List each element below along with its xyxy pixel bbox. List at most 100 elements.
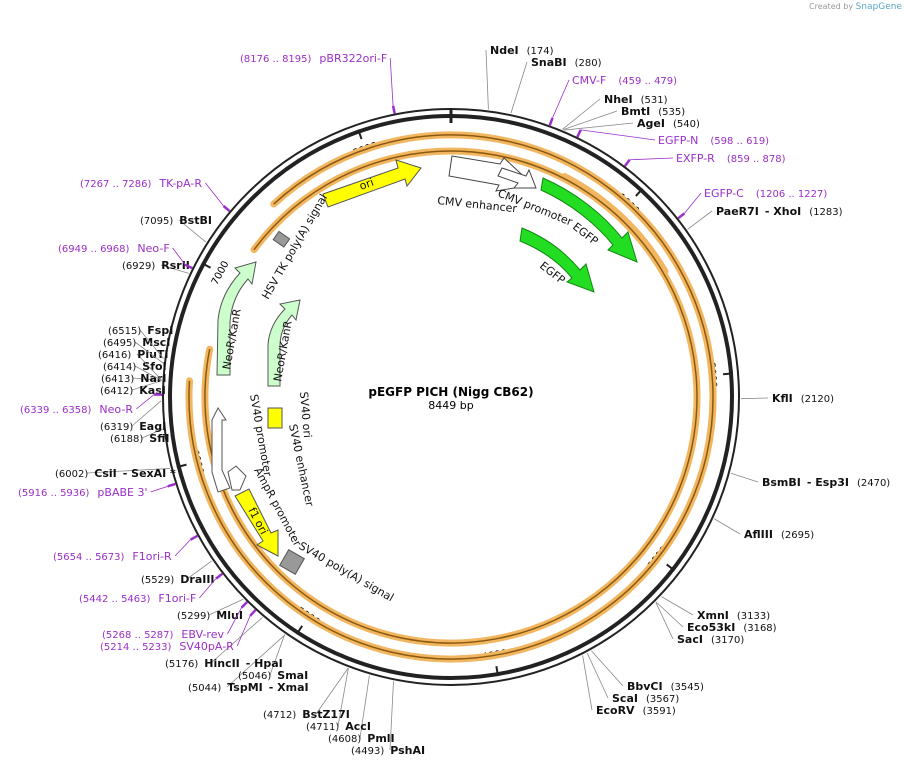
enzyme-label: (4493)PshAI — [351, 744, 425, 757]
primer-leader — [174, 539, 191, 557]
primer-mark — [189, 534, 199, 541]
primer-label: (6339 .. 6358)Neo-R — [20, 403, 133, 416]
enzyme-label: Eco53kI(3168) — [687, 621, 777, 634]
enzyme-position: (5046) — [238, 671, 271, 682]
enzyme-leader — [208, 598, 244, 616]
backbone-outer-ring — [162, 108, 740, 686]
enzyme-position: (5044) — [188, 683, 221, 694]
enzyme-leader — [141, 428, 163, 439]
enzyme-position: (3170) — [711, 635, 744, 646]
enzyme-position: (6416) — [98, 350, 131, 361]
primer-name: EXFP-R — [676, 152, 715, 165]
ori-label: ori — [358, 176, 376, 193]
primer-leader — [629, 157, 674, 161]
neokanr-arrow-1 — [216, 261, 257, 376]
ampr-promoter-arrow — [227, 465, 247, 491]
enzyme-name: MscI — [142, 336, 170, 349]
enzyme-name: KflI — [772, 392, 793, 405]
enzyme-leader — [160, 264, 189, 274]
primer-mark — [576, 129, 582, 138]
enzyme-label: EcoRV(3591) — [596, 704, 676, 717]
primer-leader — [205, 182, 224, 207]
primer-name: F1ori-R — [132, 550, 172, 563]
enzyme-name: AccI — [345, 720, 371, 733]
primer-leader — [389, 57, 394, 106]
primer-label: EGFP-N(598 .. 619) — [658, 134, 769, 147]
sv40-polya-label: SV40 poly(A) signal — [297, 539, 397, 604]
enzyme-label: (6413)NarI — [101, 372, 166, 385]
enzyme-label: (6188)SfiI — [110, 432, 169, 445]
primer-leader — [227, 607, 242, 635]
enzyme-position: (3545) — [671, 682, 704, 693]
enzyme-label: (4608) PmlI — [328, 732, 395, 745]
f1-ori-arrow — [234, 488, 279, 557]
ruler-tick — [295, 625, 303, 635]
primer-leader — [684, 192, 702, 214]
primer-mark — [623, 159, 631, 167]
enzyme-position: (4608) — [328, 734, 361, 745]
enzyme-leader — [730, 472, 759, 483]
enzyme-position: (6319) — [100, 422, 133, 433]
snapgene-credit: Created by SnapGene — [809, 2, 902, 12]
enzyme-name: BstZ17I — [302, 708, 350, 721]
primer-name: Neo-R — [99, 403, 133, 416]
enzyme-name: BmtI — [621, 105, 650, 118]
enzyme-position: (5299) — [177, 611, 210, 622]
enzyme-name-extra: - XhoI — [765, 205, 801, 218]
primer-name: SV40pA-R — [179, 640, 234, 653]
enzyme-leader — [269, 634, 286, 676]
primer-label: (7267 .. 7286)TK-pA-R — [80, 177, 202, 190]
enzyme-name: PmlI — [367, 732, 394, 745]
primer-label: (5442 .. 5463)F1ori-F — [79, 592, 196, 605]
enzyme-position: (6495) — [103, 338, 136, 349]
sv40-promoter-label: SV40 promoter — [247, 393, 274, 478]
enzyme-label: ScaI(3567) — [612, 692, 679, 705]
primer-label: (5268 .. 5287)EBV-rev — [102, 628, 224, 641]
primer-name: EGFP-N — [658, 134, 698, 147]
enzyme-label: SnaBI(280) — [531, 56, 602, 69]
enzyme-leader — [131, 380, 162, 391]
enzyme-leader — [139, 329, 164, 359]
enzyme-position: (2695) — [781, 530, 814, 541]
enzyme-leader — [210, 617, 263, 664]
enzyme-position: (531) — [641, 95, 668, 106]
enzyme-leader — [134, 341, 164, 364]
primer-name: EGFP-C — [704, 187, 744, 200]
enzyme-leader — [582, 655, 593, 711]
enzyme-label: (5529)DraIII — [141, 573, 215, 586]
orf-arc-neo-line — [188, 134, 714, 660]
primer-name: CMV-F — [572, 74, 606, 87]
ruler-tick — [357, 129, 363, 140]
enzyme-label: AgeI(540) — [637, 117, 700, 130]
enzyme-position: (3133) — [737, 611, 770, 622]
primer-name: F1ori-F — [158, 592, 196, 605]
sv40-ori-label: SV40 ori — [297, 391, 314, 438]
primer-leader — [552, 79, 570, 119]
enzyme-name-extra: - Esp3I — [807, 476, 849, 489]
enzyme-name: BbvCI — [627, 680, 663, 693]
enzyme-position: (4493) — [351, 746, 384, 757]
primer-range: (5268 .. 5287) — [102, 630, 174, 641]
ruler-tick — [495, 666, 500, 677]
enzyme-leader — [86, 468, 170, 474]
enzyme-name: RsrII — [161, 259, 190, 272]
enzyme-position: (5529) — [141, 575, 174, 586]
primer-label: (5214 .. 5233)SV40pA-R — [100, 640, 234, 653]
enzyme-position: (4711) — [306, 722, 339, 733]
enzyme-leader — [510, 61, 528, 114]
sv40-promoter-arrow — [211, 407, 231, 493]
enzyme-leader — [132, 377, 162, 381]
enzyme-label: KflI(2120) — [772, 392, 834, 405]
enzyme-name: SfoI — [142, 360, 166, 373]
enzyme-name: MluI — [216, 609, 243, 622]
enzyme-name: Eco53kI — [687, 621, 735, 634]
primer-mark — [548, 117, 554, 126]
enzyme-position: (6412) — [100, 386, 133, 397]
enzyme-leader — [178, 219, 207, 243]
enzyme-position: (535) — [658, 107, 685, 118]
enzyme-position: (2470) — [857, 478, 890, 489]
primer-name: pBR322ori-F — [319, 52, 387, 65]
primer-leader — [172, 247, 186, 265]
enzyme-label: (6495) MscI — [103, 336, 170, 349]
enzyme-name: BsmBI — [762, 476, 801, 489]
